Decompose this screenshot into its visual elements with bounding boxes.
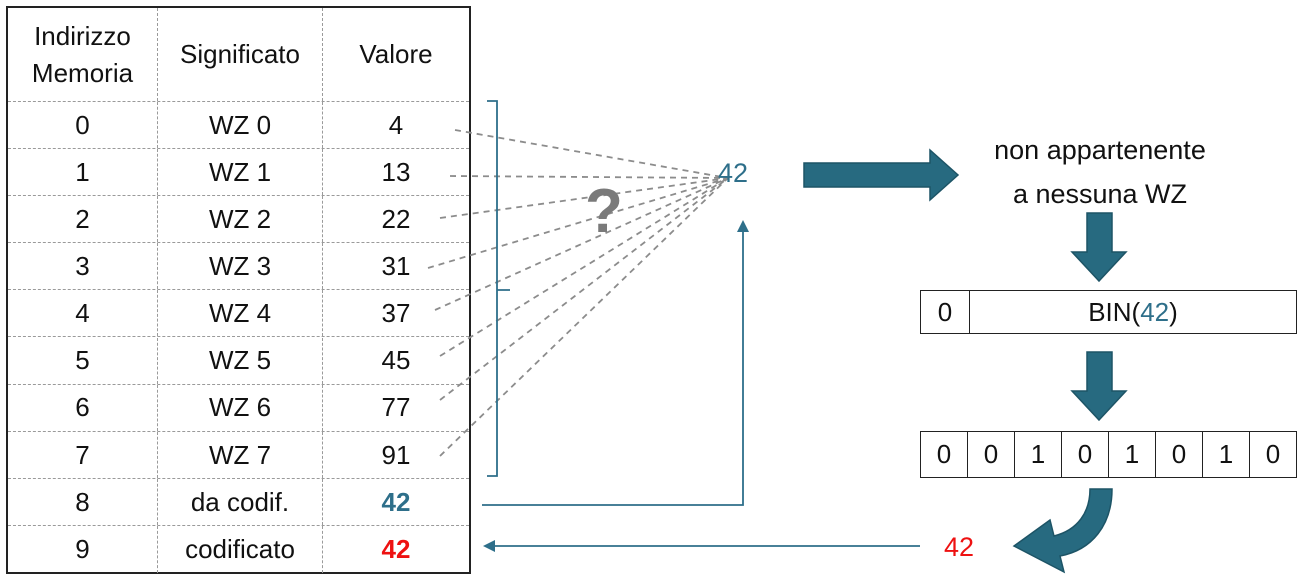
cell-address: 5 — [8, 337, 158, 384]
cell-address: 2 — [8, 196, 158, 243]
cell-meaning: WZ 3 — [158, 243, 323, 290]
bin-label-suffix: ) — [1169, 296, 1178, 327]
verdict-text: non appartenente a nessuna WZ — [960, 128, 1240, 216]
comparison-bracket — [487, 100, 510, 477]
verdict-line-1: non appartenente — [994, 135, 1206, 165]
cell-meaning: WZ 7 — [158, 431, 323, 478]
cell-value: 37 — [381, 298, 411, 329]
input-value-label: 42 — [718, 158, 749, 188]
cell-address: 6 — [8, 384, 158, 431]
cell-meaning: da codif. — [158, 478, 323, 525]
bit-cell: 0 — [1265, 439, 1281, 469]
table-header-row: Indirizzo Memoria Significato Valore — [8, 8, 469, 102]
bit-cell: 1 — [1109, 432, 1156, 477]
cell-value: 31 — [381, 251, 411, 282]
read-value-arrow — [482, 220, 749, 506]
comparison-lines — [427, 129, 729, 457]
comparison-line — [439, 177, 729, 401]
curved-block-arrow — [1012, 488, 1113, 574]
output-value-label: 42 — [944, 532, 975, 562]
comparison-line — [439, 177, 729, 219]
verdict-line-2: a nessuna WZ — [1012, 179, 1188, 209]
comparison-line — [439, 177, 729, 357]
cell-value: 45 — [381, 345, 411, 376]
cell-value: 13 — [381, 156, 411, 187]
header-value: Valore — [359, 39, 433, 70]
bin-label-cell: BIN(42) — [970, 291, 1296, 333]
cell-value: 42 — [381, 486, 411, 517]
bin-label-prefix: BIN( — [1088, 296, 1141, 327]
cell-address: 0 — [8, 102, 158, 149]
comparison-line — [454, 129, 729, 179]
bit-cell: 0 — [921, 432, 968, 477]
comparison-line — [439, 177, 729, 457]
cell-value: 91 — [381, 439, 411, 470]
comparison-line — [434, 177, 729, 311]
bit-cell: 0 — [1062, 432, 1109, 477]
question-mark: ? — [585, 177, 623, 246]
cell-address: 3 — [8, 243, 158, 290]
cell-value: 22 — [381, 204, 411, 235]
comparison-line — [427, 177, 729, 269]
cell-meaning: WZ 4 — [158, 290, 323, 337]
right-block-arrow — [803, 148, 960, 202]
cell-address: 8 — [8, 478, 158, 525]
cell-address: 9 — [8, 525, 158, 573]
bit-cell: 1 — [1015, 432, 1062, 477]
cell-address: 7 — [8, 431, 158, 478]
cell-address: 4 — [8, 290, 158, 337]
cell-value: 4 — [388, 109, 404, 140]
bin-label-value: 42 — [1140, 296, 1170, 327]
cell-value: 77 — [381, 392, 411, 423]
cell-meaning: codificato — [158, 525, 323, 573]
cell-meaning: WZ 6 — [158, 384, 323, 431]
down-block-arrow-2 — [1070, 351, 1128, 422]
binary-word-box: 0 BIN(42) — [920, 290, 1297, 334]
down-block-arrow-1 — [1070, 212, 1128, 283]
cell-address: 1 — [8, 149, 158, 196]
cell-value: 42 — [381, 534, 411, 565]
cell-meaning: WZ 0 — [158, 102, 323, 149]
header-meaning: Significato — [158, 8, 323, 101]
cell-meaning: WZ 2 — [158, 196, 323, 243]
bit-cell: 1 — [1203, 432, 1250, 477]
bin-flag-cell: 0 — [921, 291, 970, 333]
bit-cell: 0 — [968, 432, 1015, 477]
cell-meaning: WZ 1 — [158, 149, 323, 196]
bit-cell: 0 — [1156, 432, 1203, 477]
cell-meaning: WZ 5 — [158, 337, 323, 384]
header-address: Indirizzo Memoria — [8, 8, 158, 101]
